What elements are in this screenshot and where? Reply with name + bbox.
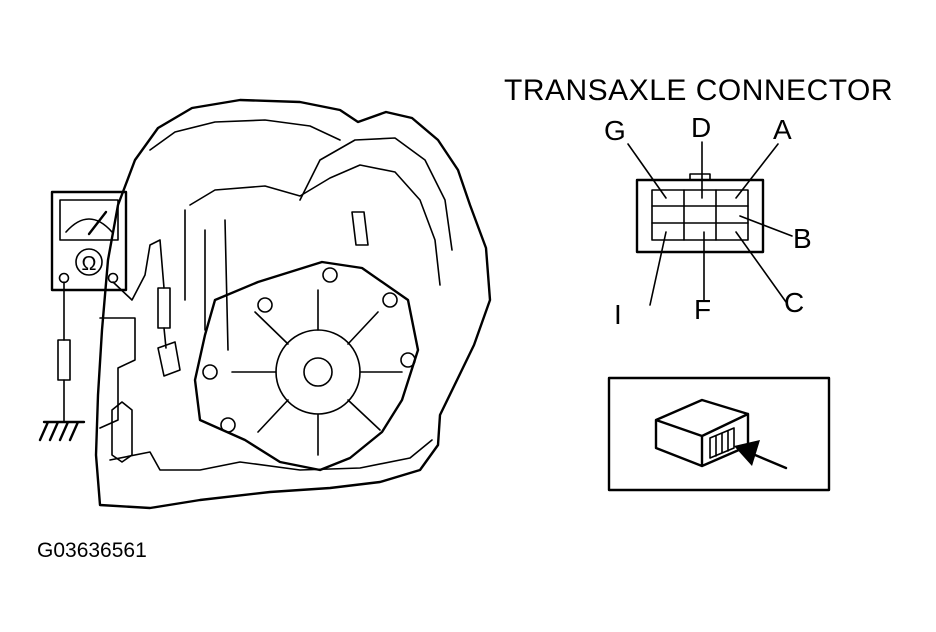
ohmmeter-selector-dial — [75, 248, 103, 276]
housing-stub — [351, 211, 369, 246]
cover-bolt-4 — [220, 417, 236, 433]
view-direction-arrowhead — [734, 440, 760, 466]
pin-label-c: C — [784, 287, 804, 318]
ground-probe — [57, 339, 71, 381]
pin-label-i: I — [614, 299, 622, 330]
inset-frame — [607, 376, 831, 492]
pin-label-g: G — [604, 115, 626, 146]
cover-radial-ribs — [231, 289, 403, 456]
connector-face — [635, 173, 765, 254]
pin-label-b: B — [793, 223, 812, 254]
connector-title: TRANSAXLE CONNECTOR — [504, 74, 893, 107]
positive-probe — [157, 287, 171, 329]
cover-bolt-3 — [202, 364, 218, 380]
figure-code: G03636561 — [37, 539, 147, 562]
housing-rib-upper — [189, 164, 441, 286]
ohmmeter-terminal-right — [107, 272, 119, 284]
ohmmeter-terminal-left — [58, 272, 70, 284]
ohm-symbol: Ω — [82, 253, 97, 275]
housing-rib-left — [184, 209, 229, 351]
positive-probe-tip — [163, 327, 167, 349]
cover-bolt-5 — [400, 352, 416, 368]
gear-cover-plate — [193, 260, 420, 472]
housing-inner-contour — [149, 119, 341, 151]
cover-hub-center — [303, 357, 333, 387]
connector-view-inset — [607, 376, 831, 492]
ohmmeter: Ω — [50, 190, 128, 292]
ohmmeter-display — [59, 199, 119, 241]
connector-latch — [689, 173, 711, 181]
housing-left-boss — [111, 401, 133, 463]
connector-cavity-grid — [651, 189, 749, 241]
cover-bolt-1 — [257, 297, 273, 313]
ohmmeter-needle — [87, 210, 108, 236]
connector-face-outline — [635, 178, 765, 254]
ohmmeter-body — [50, 190, 128, 292]
test-leads — [38, 239, 171, 442]
pin-label-a: A — [773, 114, 792, 145]
transaxle-housing-outline — [94, 98, 492, 510]
cover-bolt-2 — [382, 292, 398, 308]
transaxle-illustration — [94, 98, 492, 510]
cover-hub-outer — [275, 329, 361, 415]
cover-bolt-6 — [322, 267, 338, 283]
ohmmeter-scale-arc — [65, 218, 113, 233]
connector-block-terminals — [709, 427, 735, 459]
housing-bracket — [99, 317, 136, 429]
ground-symbol — [38, 420, 86, 442]
pin-label-f: F — [694, 294, 711, 325]
housing-lower-flange — [109, 439, 433, 471]
pin-leader-lines — [627, 141, 793, 306]
housing-rib-dome — [299, 137, 453, 251]
harness-connector-on-unit — [157, 341, 181, 377]
connector-cavity-dividers — [651, 189, 749, 241]
positive-lead — [112, 239, 165, 301]
pin-label-d: D — [691, 112, 711, 143]
